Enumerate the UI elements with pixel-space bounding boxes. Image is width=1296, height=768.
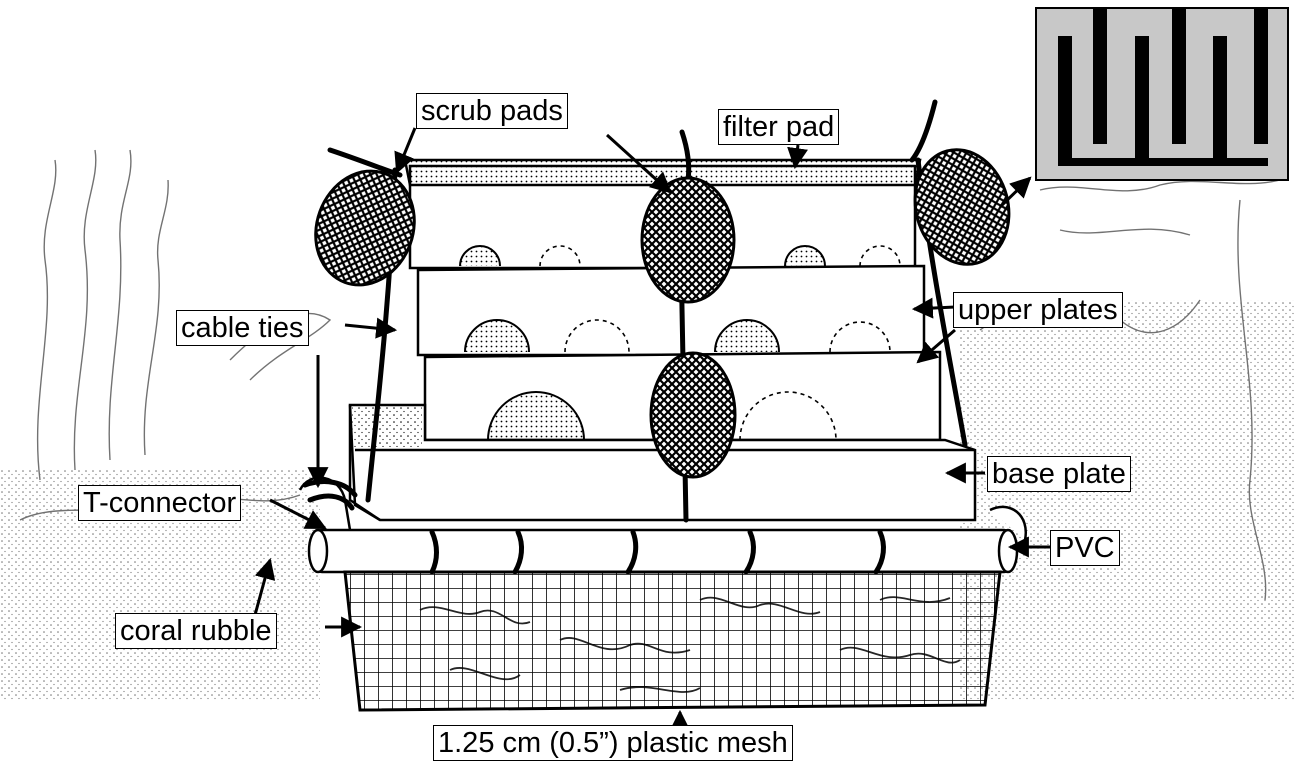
label-pvc: PVC — [1050, 530, 1120, 566]
label-cable-ties: cable ties — [176, 310, 309, 346]
label-filter-pad: filter pad — [718, 109, 839, 145]
label-base-plate: base plate — [987, 456, 1131, 492]
inset-profile — [1036, 8, 1288, 180]
scrub-pad-center-bottom — [651, 353, 735, 477]
background-coral-right — [960, 180, 1296, 700]
label-upper-plates: upper plates — [953, 292, 1123, 328]
label-plastic-mesh: 1.25 cm (0.5”) plastic mesh — [433, 725, 793, 761]
label-t-connector: T-connector — [78, 485, 241, 521]
scrub-pad-center-top — [642, 178, 734, 302]
label-scrub-pads: scrub pads — [416, 93, 568, 129]
label-coral-rubble: coral rubble — [115, 613, 277, 649]
plastic-mesh — [345, 572, 1000, 710]
